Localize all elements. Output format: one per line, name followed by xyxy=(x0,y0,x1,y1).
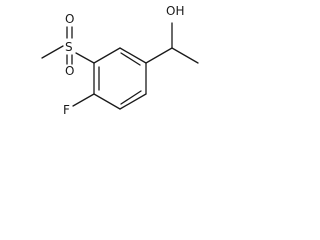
sulfonyl-oxygen-bottom-label: O xyxy=(65,64,74,78)
atom-labels: OH O S O F xyxy=(63,4,184,117)
bond-s-to-methyl xyxy=(41,45,64,59)
bond-ring-to-s xyxy=(75,52,95,64)
bond-ring-to-chiral-carbon xyxy=(145,47,173,64)
structure-canvas: OH O S O F xyxy=(41,4,199,117)
bond-ring-to-f xyxy=(72,93,95,107)
bond-carbon-to-methyl xyxy=(171,47,199,64)
sulfur-label: S xyxy=(65,40,73,54)
hydroxyl-label: OH xyxy=(166,4,184,18)
ring-bond-1 xyxy=(119,47,147,64)
ring-bond-4 xyxy=(93,93,121,110)
bonds xyxy=(41,22,199,110)
ring-double-inner-2 xyxy=(120,90,142,105)
ring-bond-6 xyxy=(93,47,121,64)
ring-bond-3 xyxy=(119,93,147,110)
ring-double-inner-1 xyxy=(120,52,141,66)
sulfonyl-oxygen-top-label: O xyxy=(65,12,74,26)
fluorine-label: F xyxy=(63,103,70,117)
